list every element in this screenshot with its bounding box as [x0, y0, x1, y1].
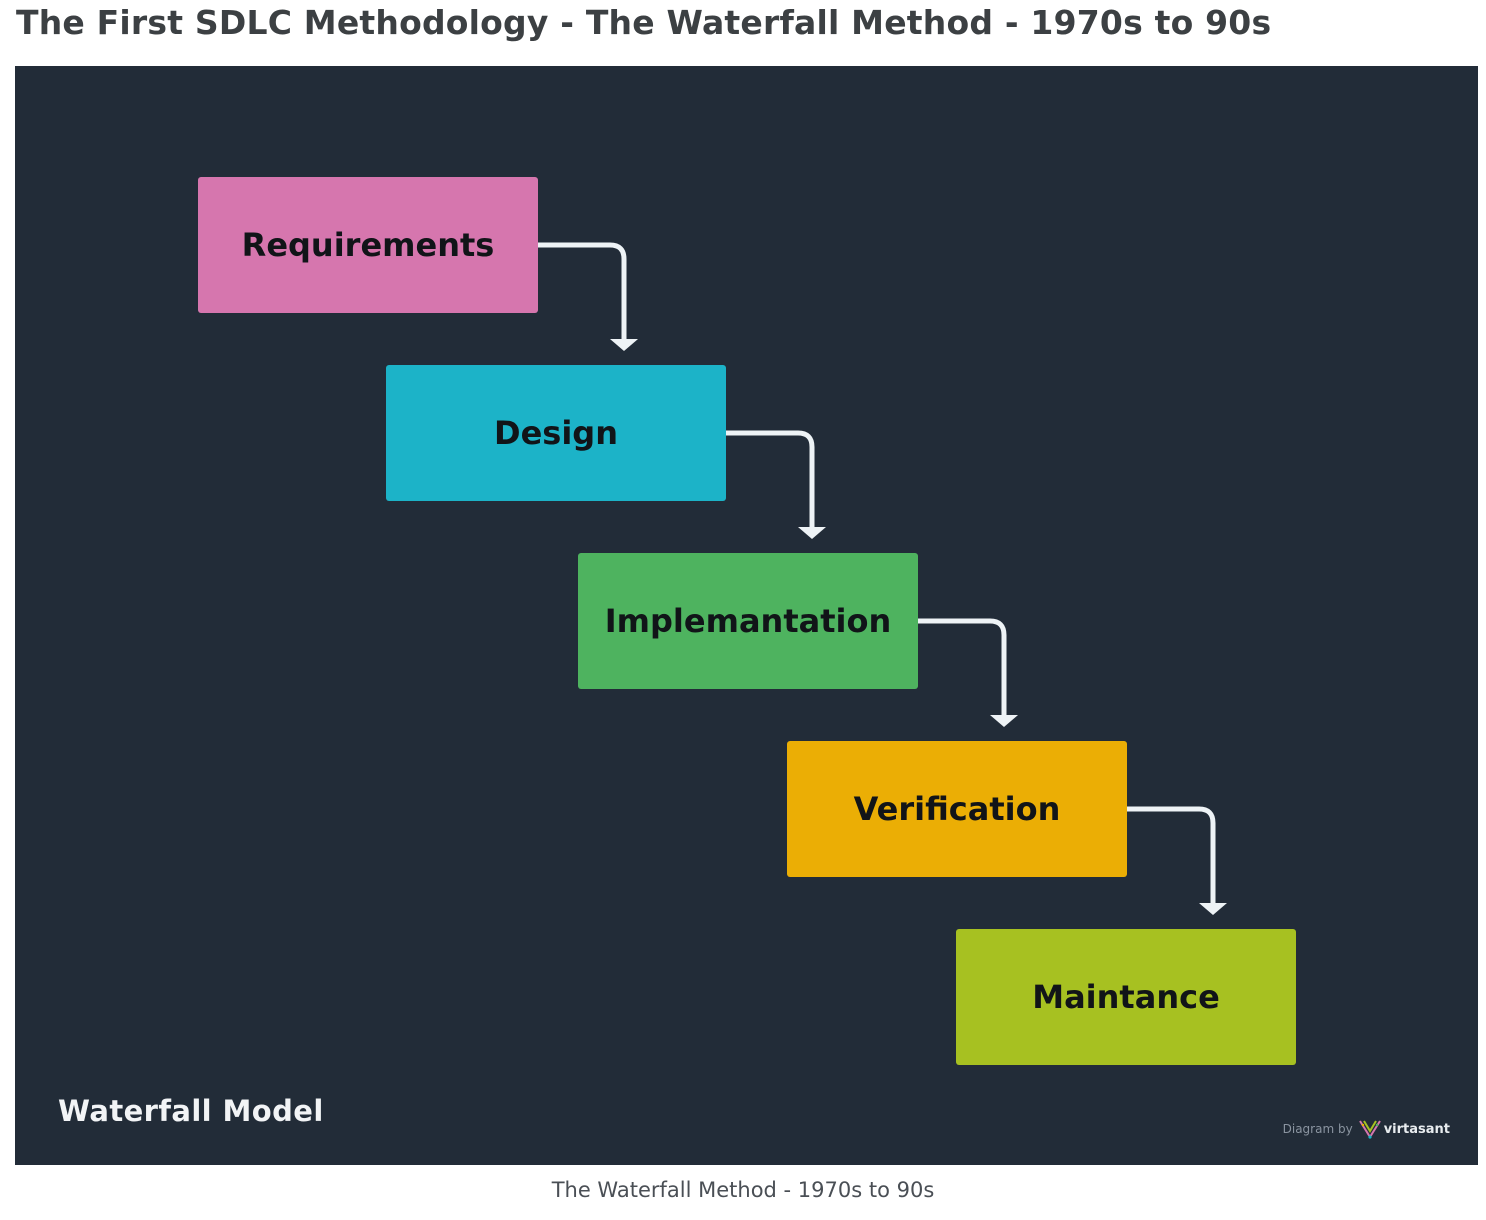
stage-implementation: Implemantation: [578, 553, 918, 689]
stage-label-implementation: Implemantation: [604, 602, 892, 640]
connector-arrow-2: [726, 430, 815, 529]
arrowhead-icon: [990, 715, 1018, 727]
stage-label-requirements: Requirements: [241, 226, 495, 264]
stage-label-design: Design: [494, 414, 618, 452]
page-heading: The First SDLC Methodology - The Waterfa…: [16, 3, 1272, 42]
figure-caption: The Waterfall Method - 1970s to 90s: [551, 1178, 935, 1202]
stage-requirements: Requirements: [198, 177, 538, 313]
credit-brand: virtasant: [1383, 1121, 1450, 1137]
connector-arrow-1: [538, 242, 627, 341]
diagram-panel: Requirements Design Implemantation Verif…: [15, 66, 1478, 1165]
diagram-credit: Diagram by virtasant: [1283, 1119, 1450, 1139]
stage-maintenance: Maintance: [956, 929, 1296, 1065]
connector-arrow-3: [918, 618, 1007, 717]
diagram-title: Waterfall Model: [58, 1094, 324, 1128]
stage-verification: Verification: [787, 741, 1127, 877]
arrowhead-icon: [610, 339, 638, 351]
stage-label-maintenance: Maintance: [1032, 978, 1220, 1016]
waterfall-figure: Requirements Design Implemantation Verif…: [15, 66, 1478, 1165]
connector-layer: [538, 242, 1227, 915]
credit-prefix: Diagram by: [1282, 1122, 1353, 1136]
arrowhead-icon: [1199, 903, 1227, 915]
stage-label-verification: Verification: [853, 790, 1061, 828]
connector-arrow-4: [1127, 806, 1216, 905]
stage-design: Design: [386, 365, 726, 501]
virtasant-logo-icon: [1358, 1119, 1381, 1139]
arrowhead-icon: [798, 527, 826, 539]
